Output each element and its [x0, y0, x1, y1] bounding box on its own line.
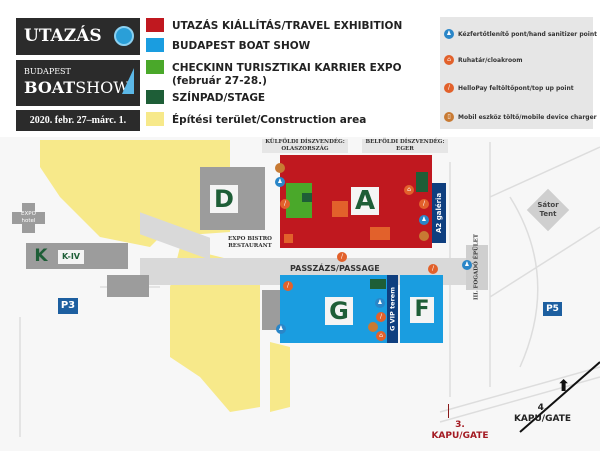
- cloakroom-icon: ⌂: [444, 55, 454, 65]
- tent-line2: Tent: [539, 210, 557, 218]
- guest-foreign-country: OLASZORSZÁG: [281, 146, 329, 152]
- legend-sanitizer: Kézfertőtlenítő pont/hand sanitizer poin…: [458, 31, 597, 38]
- sailboat-icon: [122, 68, 134, 94]
- event-date: 2020. febr. 27–márc. 1.: [16, 110, 140, 131]
- hellopay-icon: /: [283, 281, 293, 291]
- boatshow-title: BOATSHOW: [24, 78, 130, 97]
- construction-area: [40, 140, 230, 247]
- boatshow-logo: BUDAPEST BOATSHOW: [16, 60, 140, 106]
- tent-line1: Sátor: [537, 201, 559, 209]
- cloakroom-icon: ⌂: [404, 185, 414, 195]
- reception-building: [466, 245, 488, 290]
- gate3-number: 3.: [455, 420, 465, 430]
- hand-sanitizer-icon: ♟: [462, 260, 472, 270]
- globe-icon: [114, 26, 134, 46]
- cloakroom-icon: ⌂: [376, 331, 386, 341]
- hotel-line2: hotel: [21, 218, 36, 224]
- gate3-text: KAPU/GATE: [431, 431, 489, 441]
- booth: [332, 201, 348, 217]
- parking-p3: P3: [58, 298, 78, 314]
- bistro-line1: EXPO BISTRO: [228, 236, 272, 242]
- hall-d[interactable]: D: [210, 185, 238, 213]
- hotel-line1: EXPO: [21, 211, 36, 217]
- booth: [370, 227, 390, 240]
- gate-3-label[interactable]: 3.KAPU/GATE: [425, 420, 495, 442]
- guest-domestic-title: BELFÖLDI DÍSZVENDÉG:: [365, 139, 445, 145]
- g-vip-room[interactable]: G VIP terem: [387, 275, 398, 343]
- legend-label-checkinn: CHECKINN TURISZTIKAI KARRIER EXPO: [172, 62, 402, 74]
- legend-charger: Mobil eszköz töltő/mobile device charger: [458, 114, 597, 121]
- legend-cloakroom: Ruhatár/cloakroom: [458, 57, 523, 64]
- hall-a[interactable]: A: [351, 187, 379, 215]
- legend-swatch-construction: [146, 112, 164, 126]
- hall-f[interactable]: F: [410, 297, 434, 323]
- hall-g[interactable]: G: [325, 297, 353, 325]
- charger-icon: [368, 322, 378, 332]
- hall-k-iv[interactable]: K-IV: [58, 250, 84, 264]
- icon-legend-panel: [440, 17, 593, 129]
- hellopay-icon: /: [428, 264, 438, 274]
- legend-swatch-checkinn: [146, 60, 164, 74]
- gate4-text: KAPU/GATE: [513, 414, 572, 424]
- hellopay-icon: /: [444, 83, 454, 93]
- expo-hotel: [22, 203, 35, 233]
- passage-label: PASSZÁZS/PASSAGE: [290, 264, 380, 273]
- gate4-number: 4.: [537, 403, 548, 413]
- boatshow-top: BUDAPEST: [24, 67, 71, 76]
- utazas-logo: UTAZÁS: [16, 18, 140, 55]
- legend-label-construction: Építési terület/Construction area: [172, 114, 367, 126]
- hellopay-icon: /: [280, 199, 290, 209]
- legend-label-travel: UTAZÁS KIÁLLÍTÁS/TRAVEL EXHIBITION: [172, 20, 403, 32]
- boat-rest: SHOW: [75, 78, 130, 97]
- hand-sanitizer-icon: ♟: [375, 298, 385, 308]
- legend-label-boat: BUDAPEST BOAT SHOW: [172, 40, 311, 52]
- guest-domestic-city: EGER: [396, 146, 414, 152]
- charger-icon: ▯: [444, 112, 454, 122]
- guest-domestic: BELFÖLDI DÍSZVENDÉG:EGER: [362, 139, 448, 153]
- guest-foreign-title: KÜLFÖLDI DÍSZVENDÉG:: [265, 139, 345, 145]
- legend-swatch-stage: [146, 90, 164, 104]
- legend-swatch-boat: [146, 38, 164, 52]
- hand-sanitizer-icon: ♟: [275, 177, 285, 187]
- building: [262, 290, 280, 330]
- map-background-lines: [19, 140, 600, 437]
- hall-k[interactable]: K: [34, 246, 48, 266]
- hand-sanitizer-icon: ♟: [276, 324, 286, 334]
- legend-swatch-travel: [146, 18, 164, 32]
- a2-gallery[interactable]: A2 galéria: [432, 183, 446, 243]
- parking-p5: P5: [543, 302, 562, 316]
- utazas-title: UTAZÁS: [24, 26, 102, 46]
- charger-icon: [419, 231, 429, 241]
- legend-hellopay: HelloPay feltöltőpont/top up point: [458, 85, 574, 92]
- legend-sub-checkinn: (február 27-28.): [172, 75, 267, 87]
- stage: [370, 279, 386, 289]
- bistro-line2: RESTAURANT: [228, 243, 272, 249]
- guest-foreign: KÜLFÖLDI DÍSZVENDÉG:OLASZORSZÁG: [262, 139, 348, 153]
- building: [107, 275, 149, 297]
- booth: [284, 234, 293, 243]
- hellopay-icon: /: [376, 312, 386, 322]
- stage: [416, 172, 428, 192]
- construction-area: [270, 342, 290, 412]
- construction-area: [170, 247, 260, 412]
- charger-icon: [275, 163, 285, 173]
- hand-sanitizer-icon: ♟: [419, 215, 429, 225]
- hand-sanitizer-icon: ♟: [444, 29, 454, 39]
- hellopay-icon: /: [337, 252, 347, 262]
- gate-4-label[interactable]: 4.KAPU/GATE: [510, 403, 575, 425]
- stage: [302, 193, 312, 202]
- arrow-up-icon: ⬆: [557, 376, 571, 395]
- hellopay-icon: /: [419, 199, 429, 209]
- boat-bold: BOAT: [24, 78, 76, 97]
- gate-3-marker: [448, 404, 449, 418]
- legend-label-stage: SZÍNPAD/STAGE: [172, 92, 266, 104]
